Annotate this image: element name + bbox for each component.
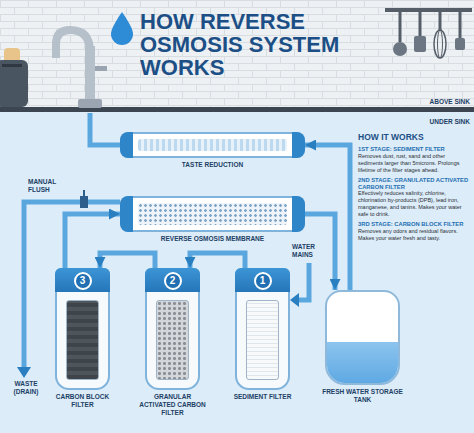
flush-valve	[80, 190, 88, 208]
tank-water	[327, 342, 398, 383]
part-label: TASTE REDUCTION	[153, 161, 273, 169]
end-cap	[120, 132, 133, 158]
storage-tank: FRESH WATER STORAGE TANK	[325, 290, 400, 385]
panel-heading: HOW IT WORKS	[358, 132, 470, 142]
stage-text: Removes dust, rust, sand and other sedim…	[358, 153, 470, 174]
part-label: FRESH WATER STORAGE TANK	[318, 388, 408, 404]
utensils-icon	[385, 10, 472, 58]
filter-housing: 2GRANULAR ACTIVATED CARBON FILTER	[145, 268, 200, 390]
water-drop-icon	[111, 12, 133, 45]
counter-top	[0, 107, 474, 112]
region-label: ABOVE SINK	[404, 98, 470, 106]
brick-wall	[0, 0, 474, 110]
region-label: UNDER SINK	[404, 118, 470, 126]
stage-title: 3RD STAGE: CARBON BLOCK FILTER	[358, 221, 470, 228]
callout-number: 2	[164, 272, 182, 290]
taste-filter: TASTE REDUCTION	[120, 132, 305, 158]
filter-media	[138, 203, 287, 225]
part-label: GRANULAR ACTIVATED CARBON FILTER	[138, 393, 208, 416]
water-pipe	[190, 253, 245, 268]
end-cap	[292, 132, 305, 158]
filter-media	[138, 139, 287, 151]
title: HOW REVERSE OSMOSIS SYSTEM WORKS	[140, 10, 372, 79]
membrane-filter: REVERSE OSMOSIS MEMBRANE	[120, 196, 305, 232]
part-label: WASTE (DRAIN)	[4, 380, 48, 396]
filter-cartridge	[66, 300, 99, 380]
callout-number: 3	[74, 272, 92, 290]
stage-title: 2ND STAGE: GRANULATED ACTIVATED CARBON F…	[358, 177, 470, 191]
callout-number: 1	[254, 272, 272, 290]
faucet-icon	[56, 30, 107, 108]
part-label: REVERSE OSMOSIS MEMBRANE	[128, 235, 298, 243]
part-label: SEDIMENT FILTER	[233, 393, 293, 401]
part-label: CARBON BLOCK FILTER	[51, 393, 115, 409]
water-mains-arrow	[290, 293, 299, 307]
toaster-icon	[0, 48, 28, 107]
filter-housing: 1SEDIMENT FILTER	[235, 268, 290, 390]
faucet-pipe	[90, 113, 120, 145]
water-mains-pipe	[298, 263, 309, 300]
water-pipe	[100, 253, 155, 268]
end-cap	[120, 196, 133, 232]
water-pipe	[305, 145, 350, 290]
filter-cartridge	[246, 300, 279, 380]
filter-cartridge	[156, 300, 189, 380]
water-pipe	[65, 214, 120, 268]
filter-housing: 3CARBON BLOCK FILTER	[55, 268, 110, 390]
waste-arrow	[17, 367, 31, 378]
stage-text: Removes any odors and residual flavors. …	[358, 228, 470, 242]
stage-text: Effectively reduces salinity, chlorine, …	[358, 190, 470, 218]
info-panel: HOW IT WORKS1ST STAGE: SEDIMENT FILTERRe…	[358, 132, 470, 242]
stage-title: 1ST STAGE: SEDIMENT FILTER	[358, 146, 470, 153]
under-sink-ground	[0, 110, 474, 433]
end-cap	[292, 196, 305, 232]
part-label: WATER MAINS	[292, 243, 328, 259]
part-label: MANUAL FLUSH	[28, 178, 72, 194]
